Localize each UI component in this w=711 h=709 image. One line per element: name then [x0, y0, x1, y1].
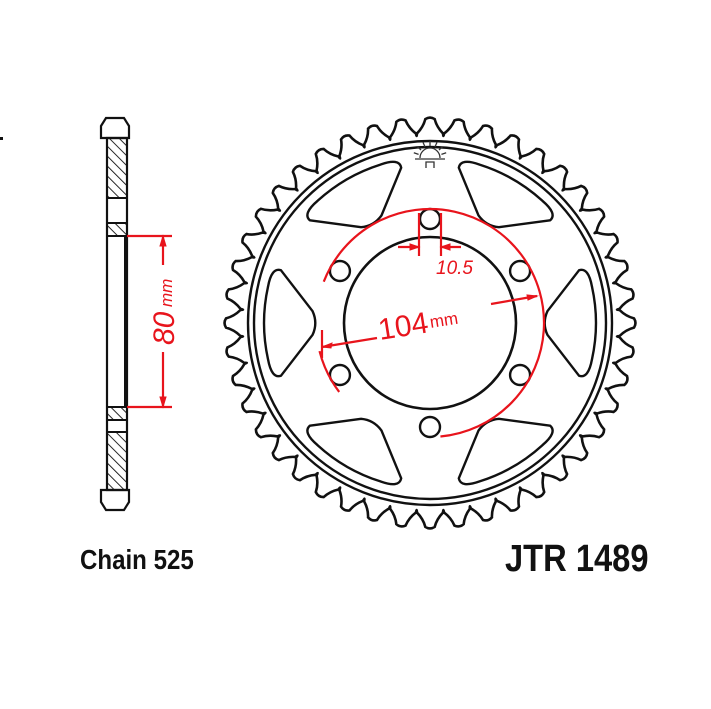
- bolt-hole: [328, 363, 352, 387]
- lightening-cutouts: [262, 160, 598, 486]
- lightening-cutout: [457, 417, 554, 486]
- bolt-hole: [508, 259, 532, 283]
- lightening-cutout: [262, 268, 317, 378]
- sprocket-rim-inner: [252, 145, 608, 501]
- dimension-annotations: [127, 207, 546, 438]
- center-bore: [342, 235, 518, 411]
- sun-logo-icon: [413, 141, 447, 168]
- pcd-dimension-unit: mm: [428, 309, 459, 332]
- bolt-hole: [418, 415, 442, 439]
- lightening-cutout: [306, 417, 403, 486]
- bolt-hole-dimension: 10.5: [436, 258, 473, 279]
- pcd-dimension-value: 104: [376, 306, 431, 346]
- bolt-hole: [508, 363, 532, 387]
- chain-size-label: Chain 525: [80, 544, 194, 575]
- bolt-hole: [328, 259, 352, 283]
- sprocket-side-profile: [99, 116, 131, 512]
- lightening-cutout: [306, 160, 403, 229]
- sprocket-teeth-outline: [223, 116, 637, 530]
- bore-dimension-unit: mm: [157, 279, 176, 307]
- lightening-cutout: [543, 268, 598, 378]
- corner-tick-mark: [0, 137, 3, 140]
- bolt-holes: [328, 207, 532, 439]
- lightening-cutout: [457, 160, 554, 229]
- part-number-label: JTR 1489: [505, 538, 649, 580]
- bore-dimension-value: 80: [148, 311, 181, 345]
- bolt-hole: [418, 207, 442, 231]
- sprocket-front-view: [223, 116, 637, 530]
